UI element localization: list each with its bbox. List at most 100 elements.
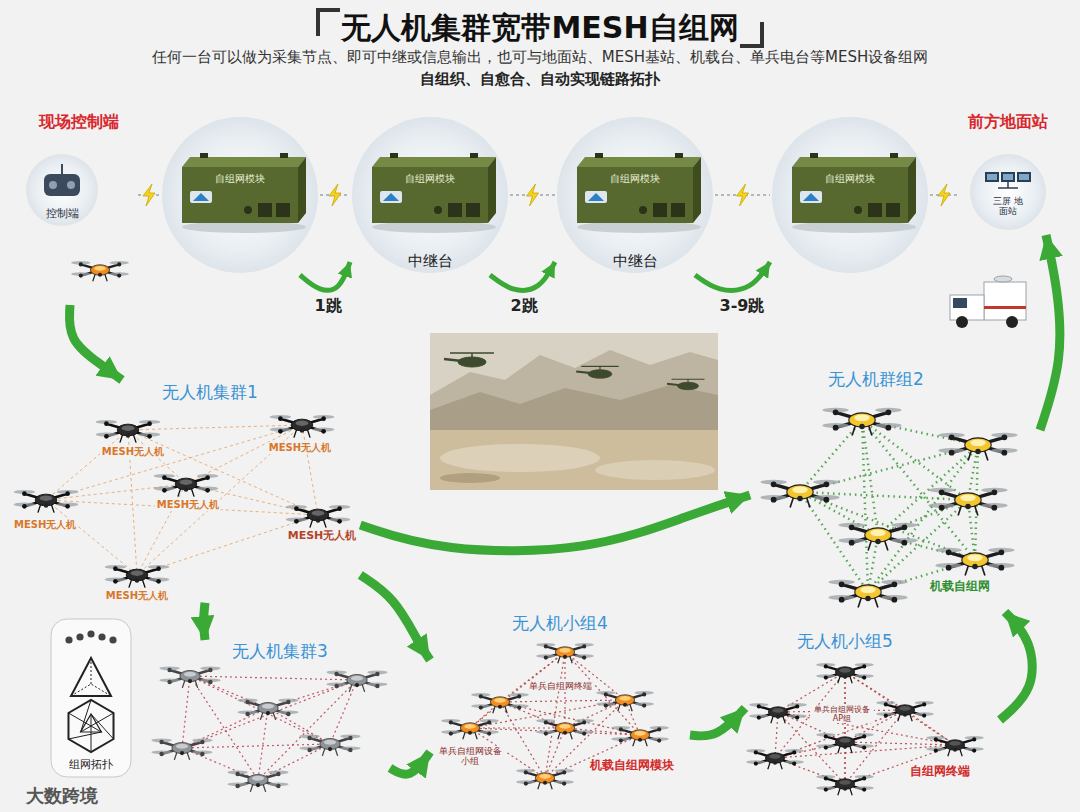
drone-icon [245,712,249,716]
topology-legend-box-shape [68,700,113,752]
terrain-photo [667,384,681,386]
drone-icon [862,788,866,792]
module-text: 自组网模块 [405,173,455,185]
data-flow-arrow [204,603,205,640]
drone-cluster: 无人机集群3 [155,640,390,800]
mesh-module-node: 自组网模块 [160,115,320,275]
mesh-link-lines [775,745,955,758]
watermark: 大数跨境 [26,786,98,807]
drone-icon [539,774,550,779]
drone-icon [902,524,908,530]
mesh-link-lines [862,420,968,500]
data-flow-arrow [360,495,750,551]
drone-icon [441,719,499,739]
drone-icon [939,505,945,511]
mesh-link-lines [905,710,955,745]
drone-icon [849,524,855,530]
mesh-link-lines [137,515,318,575]
drone-icon [849,540,855,546]
drone-icon [96,420,161,443]
drone-cluster: 无人机集群1MESH无人机MESH无人机MESH无人机MESH无人机MESH无人… [10,380,360,603]
radio-module [577,153,701,233]
drone-icon [946,565,952,571]
drone-icon [562,770,566,774]
group-heading: 无人机集群3 [230,642,330,662]
data-flow-arrow [360,575,430,660]
data-flow-arrow [69,305,122,380]
group-heading: 无人机小组5 [795,632,895,652]
drone-icon [276,772,280,776]
station-name: 控制端 [46,208,79,221]
drone-icon [517,694,521,698]
radio-module [258,203,272,217]
drone-icon [824,788,828,792]
drone-icon [188,679,192,683]
drone-icon [769,754,780,759]
terrain-photo [430,430,718,490]
drone-icon [934,737,938,741]
drone-label: MESH无人机 [104,590,170,602]
terrain-photo [430,333,718,490]
lightning-symbol [938,184,950,206]
mesh-link-lines [500,700,625,702]
radio-module [466,203,480,217]
drone-icon [757,716,761,720]
drone-icon [113,566,118,571]
drone-icon [184,487,189,492]
drone-icon [544,732,548,736]
drone-icon [922,702,926,706]
drone-icon [999,565,1005,571]
drone-icon [792,750,796,754]
drone-icon [562,782,566,786]
drone-icon [619,727,623,731]
mesh-link-lines [800,492,975,560]
drone-icon [816,733,874,753]
drone-icon [824,676,828,680]
drone-icon [619,696,630,701]
radio-module [792,153,916,233]
drone-icon [117,274,121,278]
drone-icon [544,720,548,724]
terrain-photo [450,353,494,357]
drone-icon [543,781,547,785]
drone-icon [875,539,881,545]
mesh-link-lines [258,680,357,780]
drone-icon [619,739,623,743]
radio-module [298,157,306,223]
topology-legend-box-shape [51,619,131,777]
drone-cluster-shape [10,380,360,603]
drone-icon [245,700,249,704]
drone-icon [773,761,777,765]
drone-team: 无人机小组4单兵自组网终端单兵自组网设备 小组机载自组网模块 [430,612,690,798]
relay-node: 自组网模块中继台 [555,115,715,275]
drone-icon [375,672,379,676]
drone-icon [487,720,491,724]
drone-icon [638,738,642,742]
drone-icon [487,732,491,736]
terrain-photo [458,357,486,367]
drone-icon [65,491,70,496]
drone-icon [159,740,163,744]
mesh-link-lines [800,492,878,535]
drone-icon [326,670,387,691]
drone-icon [235,772,239,776]
drone-icon [839,668,850,673]
drone-icon [328,747,332,751]
radio-module [803,193,819,201]
drone-icon [859,424,865,430]
drone-icon [22,504,27,509]
drone-icon [816,775,874,795]
drone-icon [205,488,210,493]
mesh-link-lines [46,484,186,500]
drone-icon [184,672,196,677]
drone-icon [294,506,299,511]
drone-icon [563,731,567,735]
subtitle: 任何一台可以做为采集节点、即可中继或信息输出，也可与地面站、MESH基站、机载台… [152,49,928,66]
drone-icon [131,571,144,576]
drone-icon [582,644,586,648]
drone-icon [517,706,521,710]
mesh-link-lines [182,708,268,748]
mesh-link-lines [565,700,625,728]
